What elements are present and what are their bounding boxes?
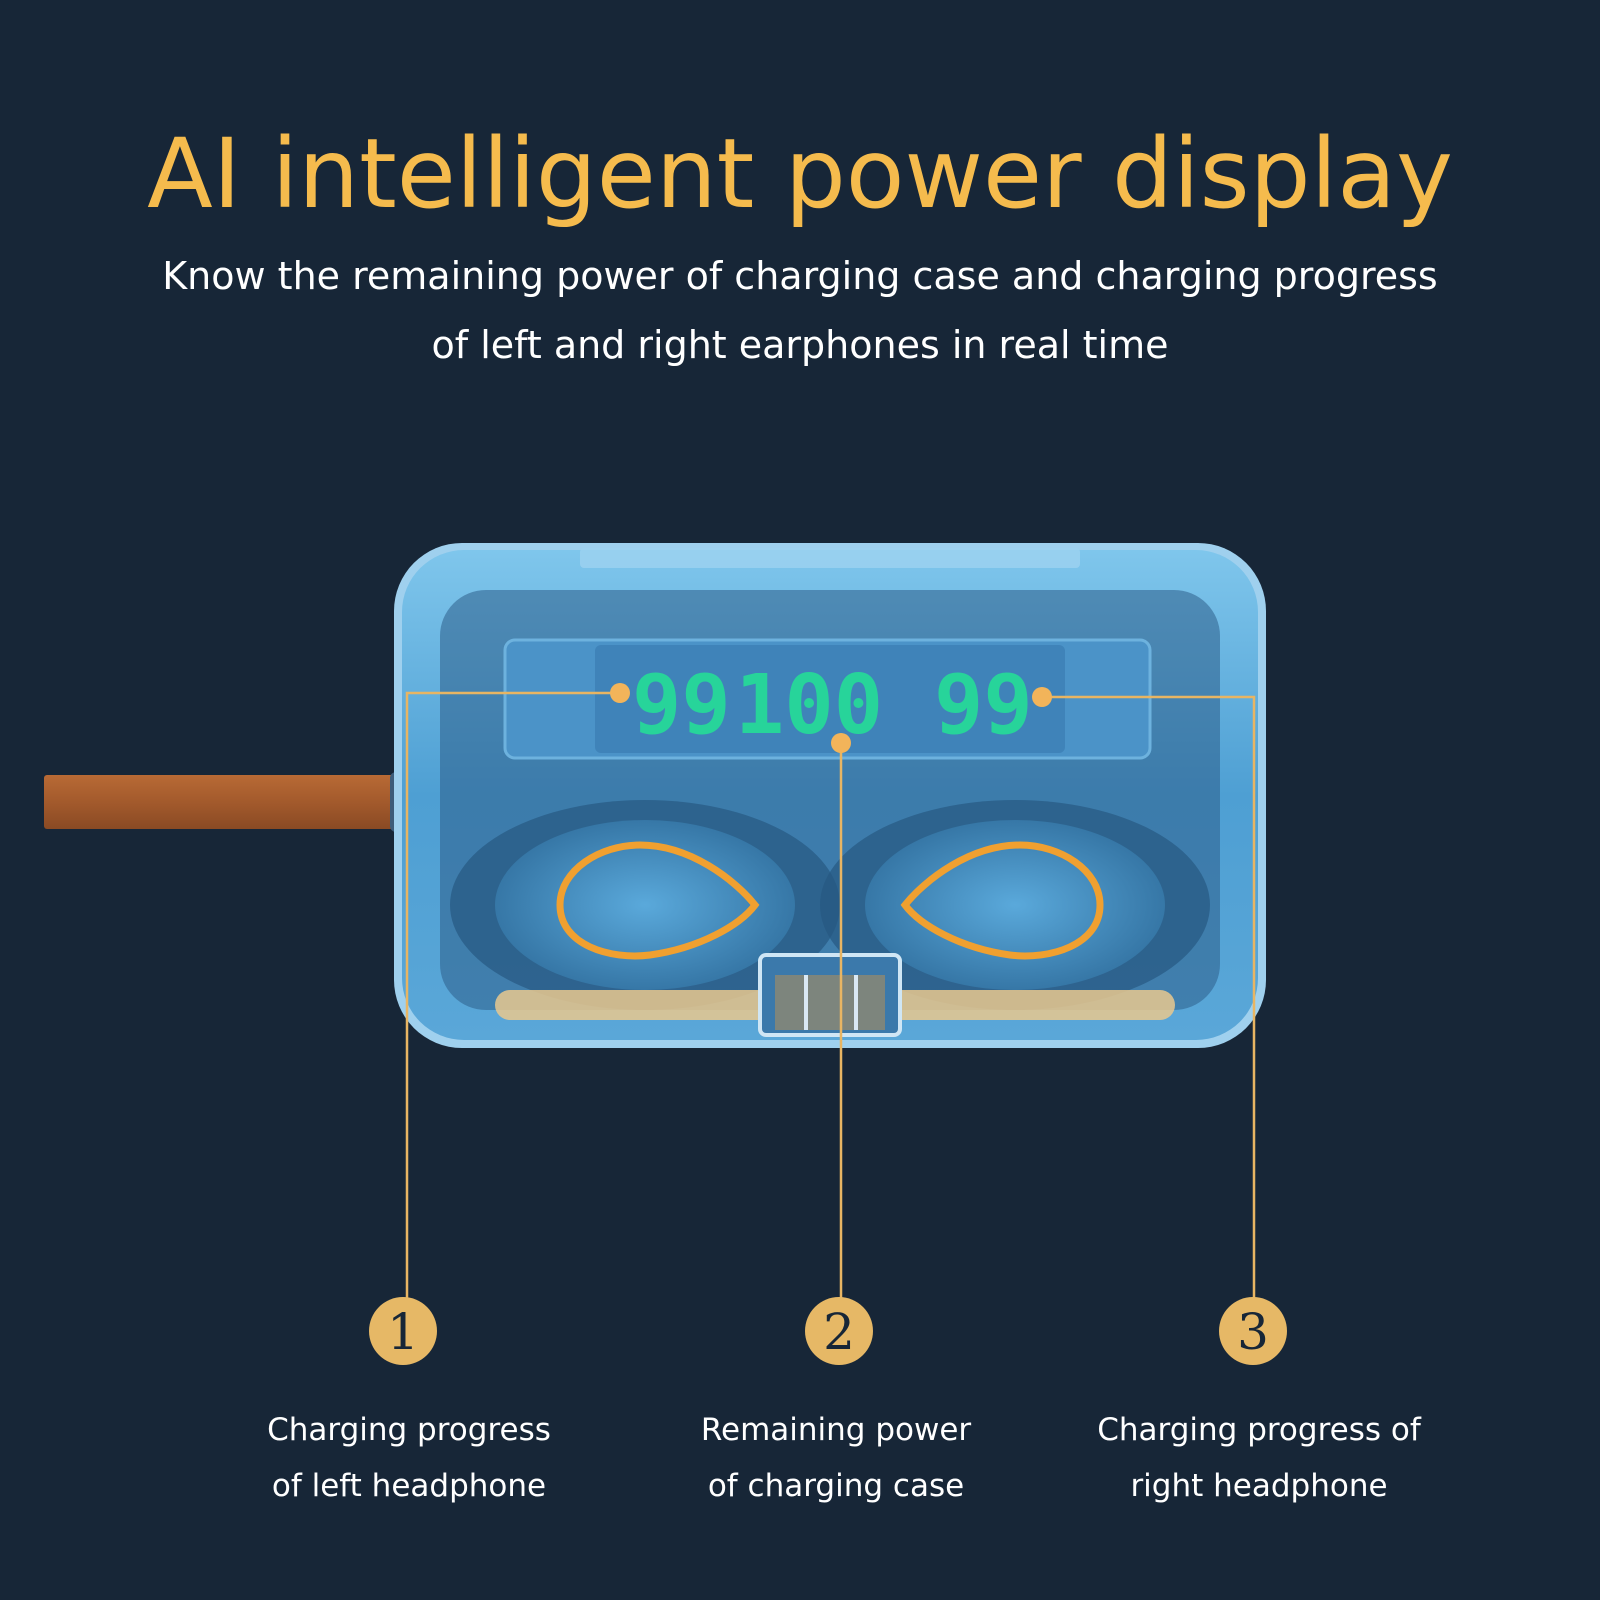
leader-line-1 [405,691,620,1300]
page-title: AI intelligent power display [147,118,1453,230]
subtitle-line-2: of left and right earphones in real time [431,323,1169,367]
lanyard-strap [44,772,424,832]
callout-leader-lines [405,691,1256,1300]
leader-dots [610,683,1052,753]
callout-caption-2: Remaining power of charging case [626,1402,1046,1514]
callout-caption-1: Charging progress of left headphone [199,1402,619,1514]
callout-caption-3: Charging progress of right headphone [1049,1402,1469,1514]
caption-3-line-1: Charging progress of [1097,1412,1421,1448]
callout-badge-3: 3 [1219,1297,1287,1365]
caption-1-line-1: Charging progress [267,1412,551,1448]
callout-number-1: 1 [387,1303,419,1361]
caption-2-line-2: of charging case [707,1468,965,1504]
left-earbud-value: 99 [632,658,731,753]
callout-number-2: 2 [823,1303,855,1361]
callout-badge-2: 2 [805,1297,873,1365]
leader-dot-2 [831,733,851,753]
case-power-value: 100 [735,658,883,753]
callout-number-3: 3 [1237,1303,1269,1361]
caption-3-line-2: right headphone [1130,1468,1388,1504]
leader-line-3 [1042,695,1256,1300]
caption-1-line-2: of left headphone [271,1468,547,1504]
charging-case [394,543,1266,1048]
leader-dot-3 [1032,687,1052,707]
caption-2-line-1: Remaining power [700,1412,972,1448]
subtitle-line-1: Know the remaining power of charging cas… [162,254,1438,298]
leader-dot-1 [610,683,630,703]
led-display: 99 100 99 [632,658,1033,753]
right-earbud-value: 99 [934,658,1033,753]
callout-badge-1: 1 [369,1297,437,1365]
